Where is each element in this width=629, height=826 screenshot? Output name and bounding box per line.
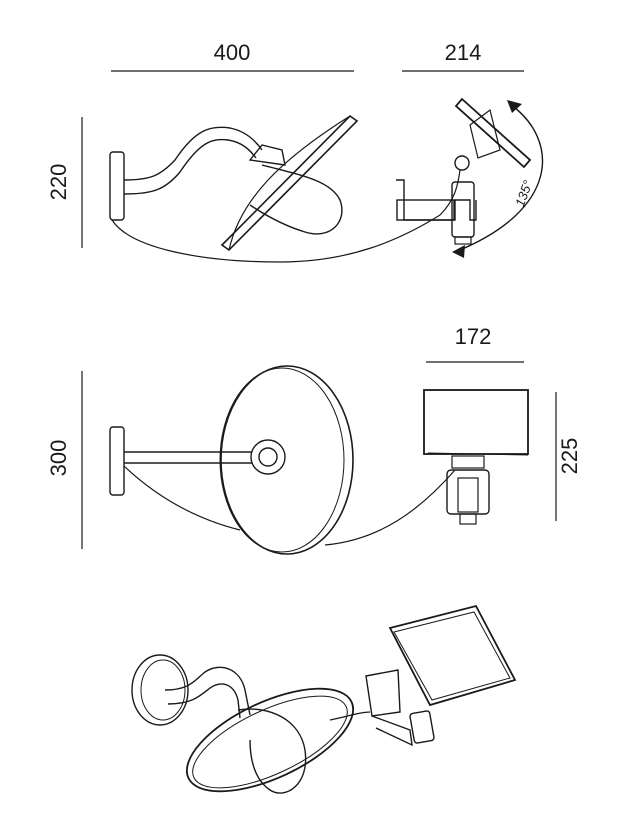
solar-panel-front	[423, 389, 529, 455]
wall-plate	[109, 151, 125, 221]
globe-perspective	[237, 708, 307, 794]
lamp-shade-rim	[219, 367, 345, 553]
lamp-shade-inner	[228, 115, 351, 251]
lamp-arm-inner	[123, 138, 257, 195]
solar-panel-edge	[427, 452, 529, 456]
lamp-cap	[248, 144, 286, 166]
cable-perspective	[329, 711, 371, 721]
cable	[111, 169, 461, 263]
front-view: 172 300 225	[46, 324, 582, 555]
wall-plate-perspective-inner	[140, 659, 186, 721]
solar-battery-front	[446, 469, 490, 515]
lamp-hub-inner	[258, 447, 278, 467]
solar-bracket-base	[396, 199, 455, 221]
arm-perspective-bottom	[167, 683, 241, 719]
wall-plate-front	[109, 426, 125, 496]
dim-label-220: 220	[46, 164, 71, 201]
lamp-hub-outer	[250, 439, 286, 475]
lamp-globe	[249, 164, 343, 235]
side-view: 400 214 220 135°	[46, 40, 544, 263]
lamp-shade	[220, 114, 359, 252]
dim-label-214: 214	[445, 40, 482, 65]
solar-box-perspective	[365, 669, 401, 717]
perspective-view	[131, 604, 517, 794]
lamp-shade-front	[220, 365, 354, 555]
arm-perspective-top	[164, 666, 251, 716]
cable-front-left	[123, 465, 241, 531]
rotation-arc	[454, 103, 544, 253]
solar-arm-perspective	[371, 715, 413, 747]
shade-perspective-inner	[192, 695, 348, 789]
rotation-angle-label: 135°	[512, 178, 535, 208]
dim-label-300: 300	[46, 440, 71, 477]
dim-label-172: 172	[455, 324, 492, 349]
solar-panel-perspective	[388, 604, 517, 707]
solar-hinge	[454, 155, 470, 171]
solar-mount-front	[451, 455, 485, 469]
solar-battery-perspective	[409, 710, 435, 744]
rotation-arrow-top	[507, 100, 522, 113]
solar-panel-perspective-inner	[393, 611, 511, 701]
solar-panel	[454, 97, 532, 169]
solar-battery-inner	[457, 477, 479, 513]
rotation-arrow-bottom	[452, 245, 465, 258]
dim-label-225: 225	[557, 438, 582, 475]
solar-battery-tip	[454, 236, 472, 245]
shade-perspective	[185, 687, 355, 793]
cable-front-right	[324, 469, 456, 546]
dim-label-400: 400	[214, 40, 251, 65]
wall-plate-perspective	[131, 654, 189, 726]
lamp-arm-outer	[123, 126, 263, 181]
solar-battery-tip-front	[459, 513, 477, 525]
solar-panel-mount	[469, 108, 501, 159]
